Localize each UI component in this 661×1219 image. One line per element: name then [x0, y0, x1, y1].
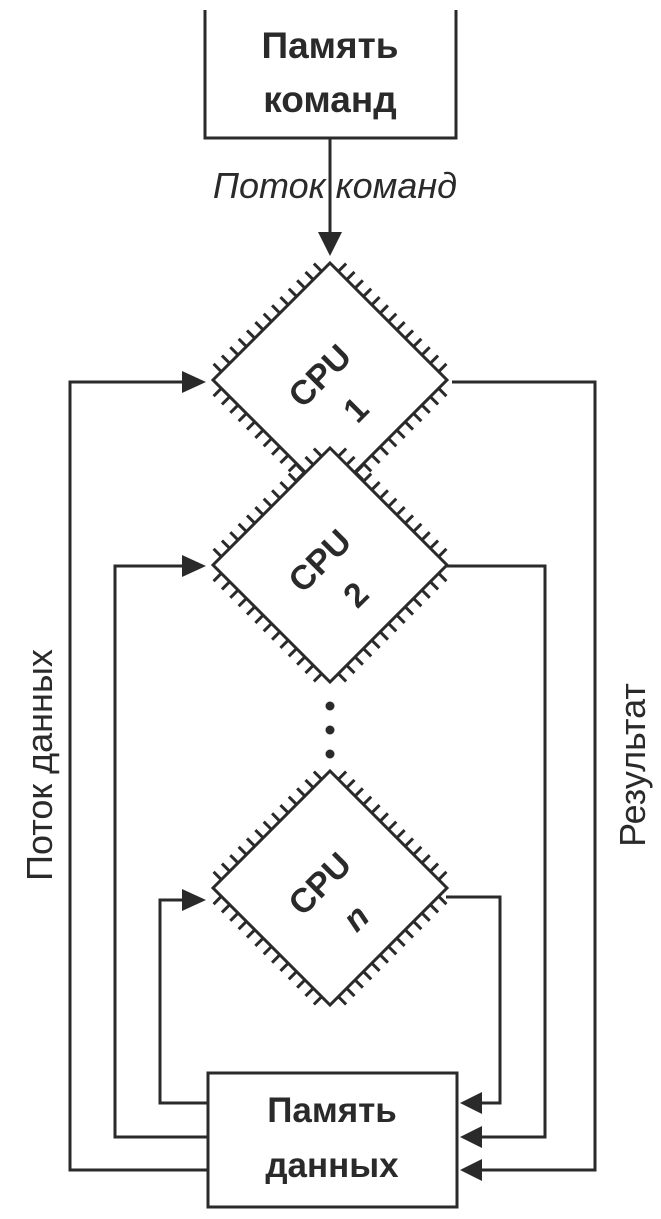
arrow-down-icon: [318, 232, 342, 256]
instruction-memory-box: Память команд: [203, 10, 458, 140]
cpu-body: [210, 768, 450, 1008]
data-stream-line-cpu1: [68, 380, 208, 1172]
arrow-right-icon: [182, 889, 206, 911]
instruction-stream-label: Поток команд: [213, 165, 457, 206]
result-line-cpun: [446, 895, 502, 1105]
chip-pins: [212, 262, 448, 498]
result-line-cpu1: [452, 380, 597, 1172]
cpu-body: [210, 445, 450, 685]
data-memory-box: Память данных: [206, 1071, 459, 1209]
ellipsis-dots: [325, 701, 335, 759]
arrow-left-icon: [460, 1159, 482, 1181]
data-stream-label: Поток данных: [19, 649, 60, 881]
chip-pins: [212, 770, 448, 1006]
result-label: Результат: [612, 683, 653, 847]
data-stream-line-cpu2: [113, 564, 208, 1139]
data-stream-line-cpun: [158, 898, 208, 1105]
arrow-right-icon: [182, 555, 206, 577]
result-line-cpu2: [446, 564, 547, 1139]
chip-pins: [212, 447, 448, 683]
data-memory-line2: данных: [265, 1146, 399, 1185]
data-memory-line1: Память: [267, 1091, 397, 1130]
instruction-memory-line1: Память: [262, 25, 399, 66]
arrow-right-icon: [182, 371, 206, 393]
arrow-left-icon: [460, 1126, 482, 1148]
arrow-left-icon: [460, 1092, 482, 1114]
instruction-memory-line2: команд: [263, 79, 396, 120]
